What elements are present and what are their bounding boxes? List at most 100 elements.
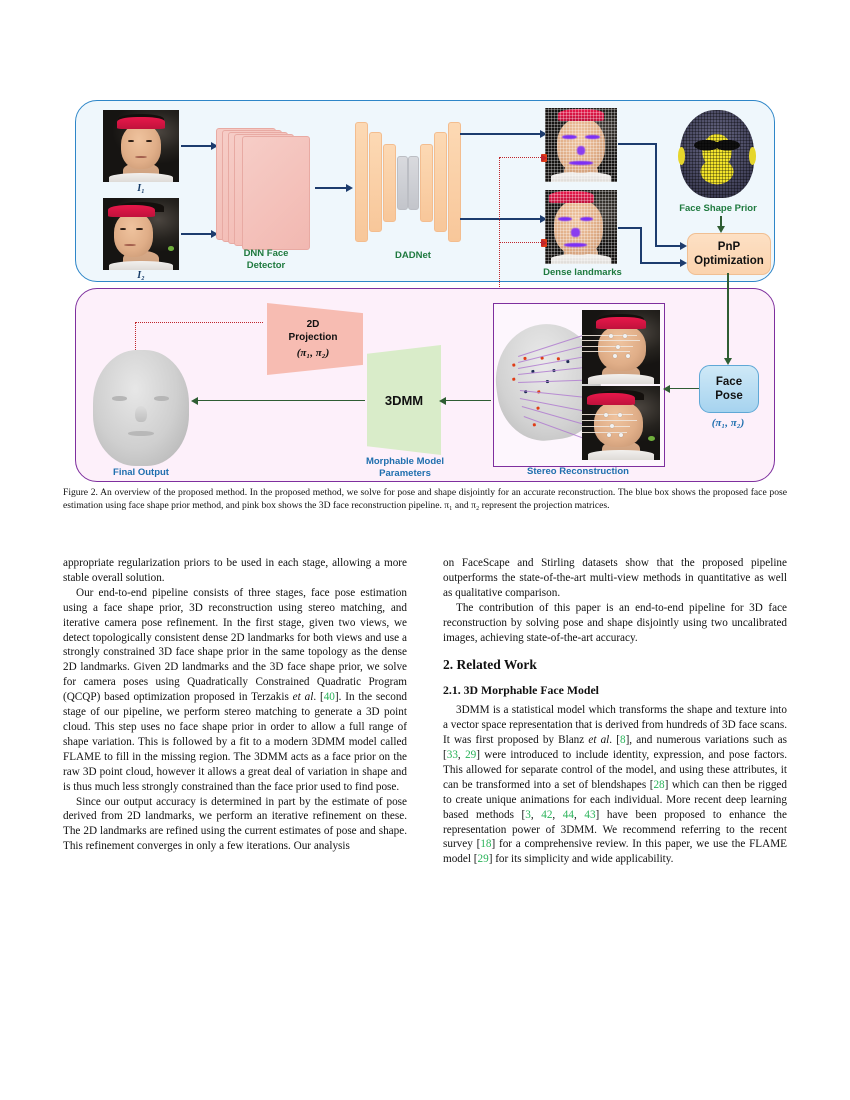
right-p3-part-f: ] which can then be rigged to create uni… xyxy=(443,778,787,821)
face-pose-params: (π₁, π₂) xyxy=(711,417,745,429)
line-landmarks1-to-pnp-h xyxy=(618,143,656,145)
arrow-prior-to-pnp xyxy=(720,216,722,228)
left-column: appropriate regularization priors to be … xyxy=(63,556,407,854)
arrow-detector-to-dadnet xyxy=(315,187,348,189)
morphable-params-label-line1: Morphable Model xyxy=(365,456,445,467)
dnn-face-detector-label-line2: Detector xyxy=(246,260,286,271)
arrow-facepose-to-stereo xyxy=(669,388,699,390)
citation-33[interactable]: 33 xyxy=(446,748,458,761)
face-pose-box: Face Pose xyxy=(699,365,759,413)
body-columns: appropriate regularization priors to be … xyxy=(63,556,787,1016)
right-column: on FaceScape and Stirling datasets show … xyxy=(443,556,787,867)
pnp-optimization-box: PnP Optimization xyxy=(687,233,771,275)
right-p3-part-k: ] for a comprehensive review. In this pa… xyxy=(443,838,787,866)
3dmm-block: 3DMM xyxy=(367,345,441,455)
face-pose-label-line1: Face xyxy=(715,375,743,388)
left-p2-part-a: Our end-to-end pipeline consists of thre… xyxy=(63,586,407,704)
arrowhead-prior-to-pnp xyxy=(717,226,725,233)
arrow-dadnet-to-landmarks-top xyxy=(460,133,542,135)
input-image-2-label: I₂ xyxy=(137,270,145,281)
left-paragraph-2: Our end-to-end pipeline consists of thre… xyxy=(63,586,407,795)
right-p3-sep-3: , xyxy=(552,808,563,821)
stereo-view-1 xyxy=(582,310,660,384)
left-paragraph-3: Since our output accuracy is determined … xyxy=(63,795,407,853)
arrowhead-stereo-to-3dmm xyxy=(439,397,446,405)
morphable-params-label-line2: Parameters xyxy=(379,468,431,479)
left-p2-part-b: . [ xyxy=(313,691,324,704)
final-output-mesh xyxy=(93,350,189,466)
pnp-label-line2: Optimization xyxy=(694,255,764,267)
citation-29a[interactable]: 29 xyxy=(465,748,477,761)
projection-label-params: (π₁, π₂) xyxy=(296,346,330,359)
arrow-3dmm-to-final xyxy=(197,400,365,402)
final-output-label: Final Output xyxy=(113,467,169,478)
figure-2: I₁ I₂ DNN Face Detector xyxy=(75,100,775,482)
3dmm-label: 3DMM xyxy=(384,392,424,408)
right-p3-part-e: ] were introduced to include identity, e… xyxy=(443,748,787,791)
section-heading-related-work: 2. Related Work xyxy=(443,657,537,673)
subsection-heading-3d-morphable-face-model: 2.1. 3D Morphable Face Model xyxy=(443,683,599,698)
arrowhead-landmarks2-to-pnp xyxy=(680,259,687,267)
citation-43[interactable]: 43 xyxy=(584,808,596,821)
citation-28[interactable]: 28 xyxy=(653,778,665,791)
line-landmarks1-to-pnp-v xyxy=(655,143,657,246)
right-p3-part-j: ] have been proposed to enhance the repr… xyxy=(443,808,787,851)
right-paragraph-3: 3DMM is a statistical model which transf… xyxy=(443,703,787,867)
citation-8[interactable]: 8 xyxy=(619,734,626,747)
citation-40[interactable]: 40 xyxy=(323,691,335,704)
arrowhead-feedback-landmarks2 xyxy=(541,239,547,247)
dadnet-network xyxy=(353,118,473,246)
dnn-face-detector-stack xyxy=(216,128,316,250)
right-p3-sep-4: , xyxy=(573,808,585,821)
left-paragraph-1: appropriate regularization priors to be … xyxy=(63,557,407,584)
arrowhead-landmarks-top xyxy=(540,130,547,138)
face-shape-prior-label: Face Shape Prior xyxy=(679,203,757,214)
input-image-1-label: I₁ xyxy=(137,183,145,194)
arrowhead-3dmm-to-final xyxy=(191,397,198,405)
arrowhead-pnp-to-facepose xyxy=(724,358,732,365)
dadnet-label: DADNet xyxy=(395,250,431,261)
left-p2-part-c: ]. In the second stage of our pipeline, … xyxy=(63,691,408,793)
arrowhead-detector-to-dadnet xyxy=(346,184,353,192)
dense-landmarks-image-2 xyxy=(545,190,617,264)
projection-label-line1: 2D xyxy=(306,318,320,330)
arrowhead-landmarks1-to-pnp xyxy=(680,242,687,250)
arrowhead-img2-to-detector xyxy=(211,230,218,238)
citation-3[interactable]: 3 xyxy=(525,808,531,821)
right-p3-part-l: ] for its simplicity and wide applicabil… xyxy=(488,853,674,866)
arrowhead-facepose-to-stereo xyxy=(663,385,670,393)
dotted-feedback-to-landmarks2 xyxy=(499,242,545,243)
arrow-img2-to-detector xyxy=(181,233,213,235)
stereo-view-2 xyxy=(582,386,660,460)
citation-42[interactable]: 42 xyxy=(541,808,553,821)
face-pose-label-line2: Pose xyxy=(715,390,743,402)
right-p3-part-a: 3DMM is a statistical model which transf… xyxy=(443,704,787,747)
stereo-reconstruction-label: Stereo Reconstruction xyxy=(527,466,629,477)
stereo-reconstruction-panel xyxy=(488,303,665,467)
citation-18[interactable]: 18 xyxy=(480,838,492,851)
dotted-projection-to-final-v xyxy=(135,322,136,358)
right-p3-sep-1: , xyxy=(457,748,466,761)
line-landmarks2-to-pnp-v xyxy=(640,227,642,263)
arrow-stereo-to-3dmm xyxy=(443,400,491,402)
arrow-dadnet-to-landmarks-bottom xyxy=(460,218,542,220)
pnp-label-line1: PnP xyxy=(717,240,741,253)
arrow-pnp-to-facepose xyxy=(727,273,729,361)
dnn-face-detector-label-line1: DNN Face xyxy=(243,248,289,259)
arrowhead-feedback-landmarks1 xyxy=(541,154,547,162)
dense-landmarks-image-1 xyxy=(545,108,617,182)
right-paragraph-2: The contribution of this paper is an end… xyxy=(443,601,787,644)
face-shape-prior-model xyxy=(677,110,757,198)
2d-projection-block: 2D Projection (π₁, π₂) xyxy=(267,303,363,375)
right-p3-part-c: ], and numerous variations such as [ xyxy=(443,734,787,761)
projection-label-line2: Projection xyxy=(288,332,338,344)
left-p2-italic: et al xyxy=(292,691,314,704)
right-paragraph-1: on FaceScape and Stirling datasets show … xyxy=(443,557,787,599)
input-image-2 xyxy=(103,198,179,270)
citation-44[interactable]: 44 xyxy=(562,808,574,821)
arrowhead-landmarks-bottom xyxy=(540,215,547,223)
citation-29b[interactable]: 29 xyxy=(477,853,489,866)
line-landmarks2-to-pnp-h xyxy=(618,227,641,229)
right-p3-sep-2: , xyxy=(530,808,542,821)
